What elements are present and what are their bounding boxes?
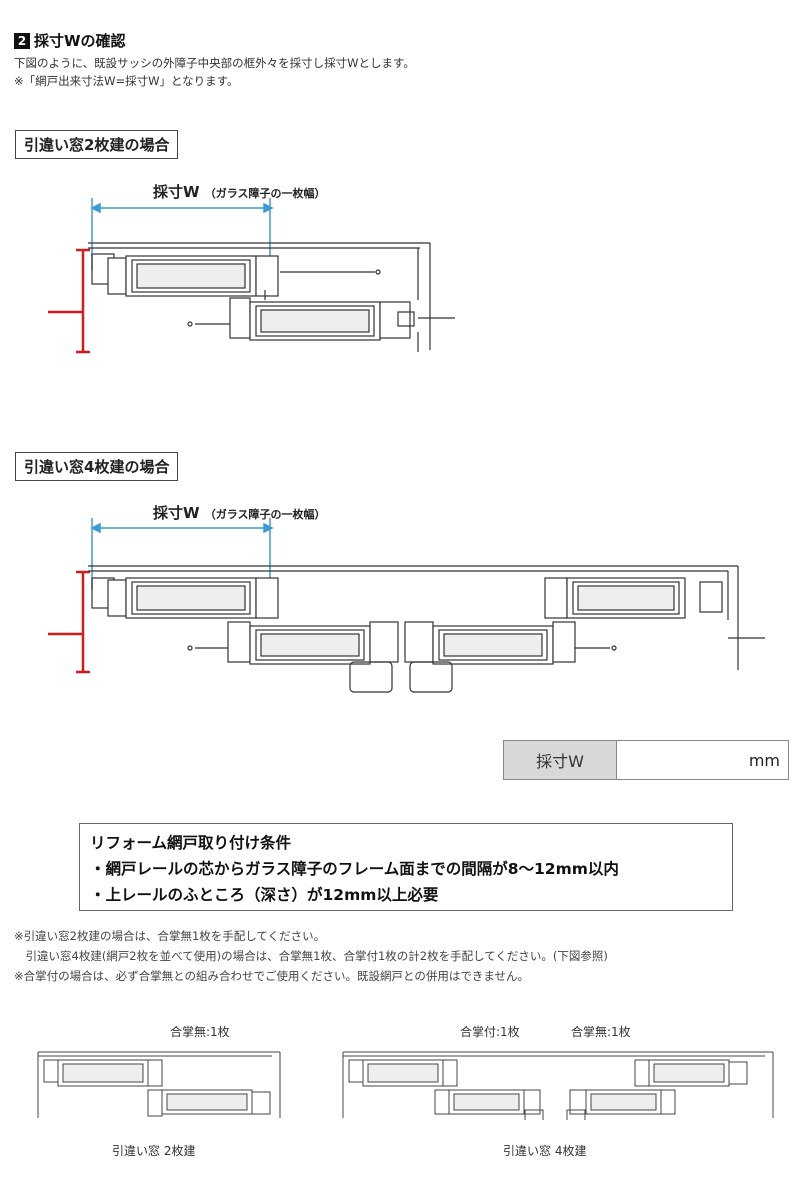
measure-w-table: 採寸W mm: [503, 740, 789, 780]
measure-w-label: 採寸W: [504, 741, 617, 779]
diagram-2-measure-label: 採寸W: [153, 183, 200, 201]
sash-diagram-2pane: [48, 198, 455, 354]
note-line: ※合掌付の場合は、必ず合掌無との組み合わせでご使用ください。既設網戸との併用はで…: [14, 969, 530, 983]
install-conditions-title: リフォーム網戸取り付け条件: [90, 834, 292, 852]
install-conditions-box: リフォーム網戸取り付け条件 ・網戸レールの芯からガラス障子のフレーム面までの間隔…: [79, 823, 733, 911]
small-diagram-4pane: [342, 1051, 774, 1120]
note-line: ※引違い窓2枚建の場合は、合掌無1枚を手配してください。: [14, 929, 326, 943]
section-description: 下図のように、既設サッシの外障子中央部の框外々を採寸し採寸Wとします。: [14, 56, 415, 70]
sash-diagram-4pane: [48, 518, 765, 693]
measure-w-unit: mm: [748, 750, 780, 770]
section-note: ※「網戸出来寸法W=採寸W」となります。: [14, 74, 239, 88]
diagram-2-label: 引違い窓2枚建の場合: [15, 130, 179, 159]
install-condition-item: ・網戸レールの芯からガラス障子のフレーム面までの間隔が8〜12mm以内: [90, 860, 619, 878]
measure-w-value-field[interactable]: mm: [617, 741, 788, 779]
install-condition-item: ・上レールのふところ（深さ）が12mm以上必要: [90, 886, 439, 904]
small-diagram-2pane: [37, 1051, 281, 1118]
bottom-right-caption: 引違い窓 4枚建: [503, 1144, 587, 1158]
section-number: 2: [14, 33, 30, 49]
diagram-4-measure-label: 採寸W: [153, 504, 200, 522]
diagram-4-label: 引違い窓4枚建の場合: [15, 452, 179, 481]
diagram-4-measure-note: （ガラス障子の一枚幅）: [204, 508, 326, 521]
note-line: 引違い窓4枚建(網戸2枚を並べて使用)の場合は、合掌無1枚、合掌付1枚の計2枚を…: [14, 949, 608, 963]
bottom-left-count: 合掌無:1枚: [170, 1025, 230, 1039]
bottom-right-count-1: 合掌付:1枚: [460, 1025, 520, 1039]
diagram-2-measure: 採寸W （ガラス障子の一枚幅）: [153, 181, 326, 202]
diagram-4-measure: 採寸W （ガラス障子の一枚幅）: [153, 502, 326, 523]
bottom-right-count-2: 合掌無:1枚: [571, 1025, 631, 1039]
bottom-left-caption: 引違い窓 2枚建: [112, 1144, 196, 1158]
section-title-text: 採寸Wの確認: [34, 32, 126, 50]
diagram-2-measure-note: （ガラス障子の一枚幅）: [204, 187, 326, 200]
